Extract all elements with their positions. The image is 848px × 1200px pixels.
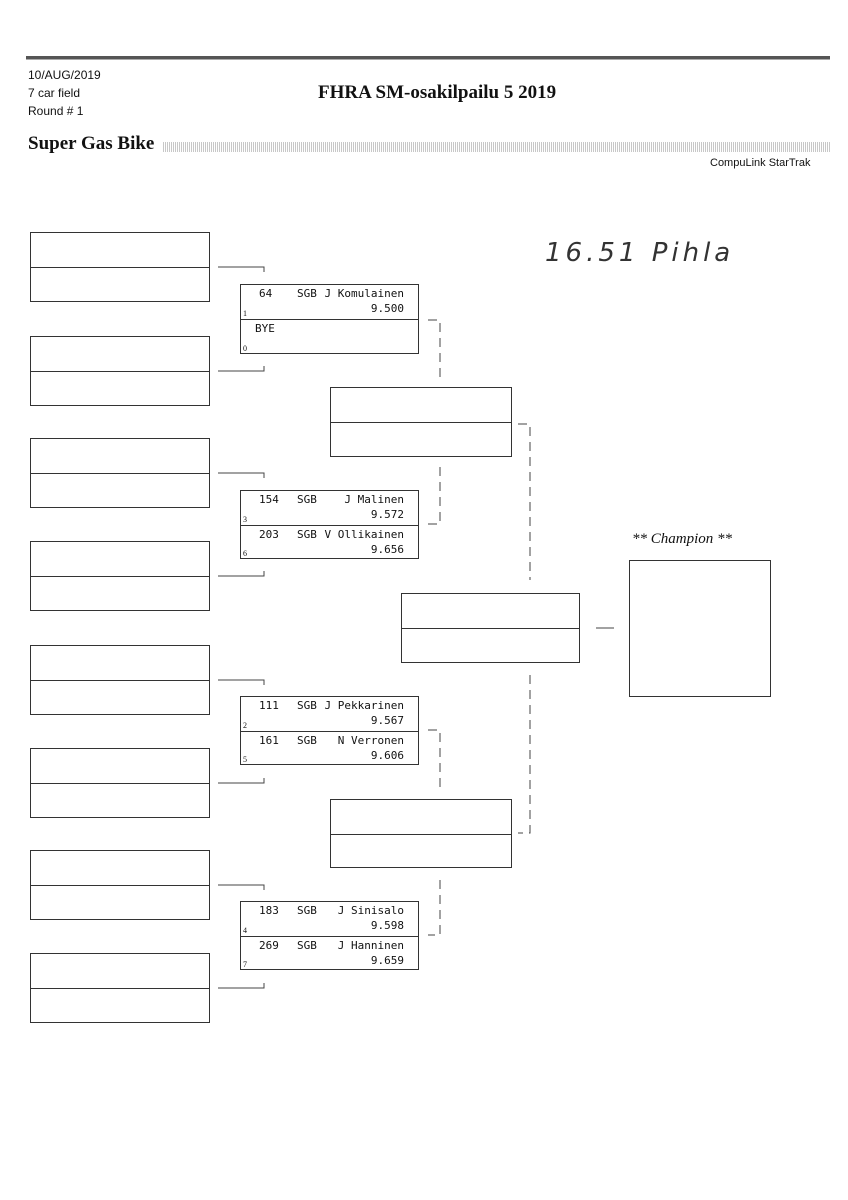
empty-slot-box (30, 953, 210, 1023)
handwritten-note: 16.51 Pihla (545, 238, 735, 268)
champion-box (629, 560, 771, 697)
dial-in: 9.567 (370, 714, 404, 727)
final-box (401, 593, 580, 663)
racer-name: J Malinen (344, 493, 404, 506)
class-code: SGB (297, 493, 317, 506)
racer-name: J Pekkarinen (324, 699, 404, 712)
car-number: 269 (259, 938, 279, 952)
seed: 4 (243, 925, 247, 935)
dotted-rule (163, 142, 830, 152)
empty-slot-box (30, 645, 210, 715)
round-number: Round # 1 (28, 104, 84, 118)
empty-slot-box (30, 541, 210, 611)
header-rule (26, 56, 830, 60)
field-size: 7 car field (28, 86, 81, 100)
car-number: 111 (259, 699, 279, 712)
car-number: 64 (259, 287, 273, 300)
racer-name: N Verronen (337, 733, 404, 747)
class-code: SGB (297, 904, 317, 917)
racer-name: J Hanninen (337, 938, 404, 952)
lane-top: 111 SGB J Pekkarinen 9.567 2 (241, 697, 418, 731)
seed: 5 (243, 755, 247, 764)
car-number: 161 (259, 733, 279, 747)
dial-in: 9.500 (370, 302, 404, 315)
car-number: BYE (255, 322, 275, 335)
lane-top: 154 SGB J Malinen 9.572 3 (241, 491, 418, 525)
empty-slot-box (30, 748, 210, 818)
semifinal-box (330, 387, 512, 457)
lane-top: 64 SGB J Komulainen 9.500 1 (241, 285, 418, 319)
dial-in: 9.572 (370, 508, 404, 521)
champion-label: ** Champion ** (632, 531, 733, 547)
class-name: Super Gas Bike (28, 133, 155, 154)
dial-in: 9.656 (370, 542, 404, 556)
event-date: 10/AUG/2019 (28, 68, 101, 82)
page-title: FHRA SM-osakilpailu 5 2019 (318, 82, 557, 103)
seed: 7 (243, 960, 247, 969)
class-code: SGB (297, 733, 317, 747)
racer-name: J Komulainen (324, 287, 404, 300)
lane-bottom: BYE 0 (241, 319, 418, 354)
dial-in: 9.598 (370, 919, 404, 932)
seed: 0 (243, 344, 247, 353)
matchup-box: 64 SGB J Komulainen 9.500 1 BYE 0 (240, 284, 419, 354)
car-number: 203 (259, 527, 279, 541)
empty-slot-box (30, 438, 210, 508)
empty-slot-box (30, 850, 210, 920)
software-brand: CompuLink StarTrak (710, 157, 811, 169)
lane-top: 183 SGB J Sinisalo 9.598 4 (241, 902, 418, 936)
seed: 3 (243, 514, 247, 524)
class-code: SGB (297, 699, 317, 712)
seed: 6 (243, 549, 247, 558)
dial-in: 9.659 (370, 953, 404, 967)
racer-name: V Ollikainen (324, 527, 404, 541)
class-code: SGB (297, 287, 317, 300)
empty-slot-box (30, 232, 210, 302)
car-number: 183 (259, 904, 279, 917)
car-number: 154 (259, 493, 279, 506)
class-code: SGB (297, 938, 317, 952)
empty-slot-box (30, 336, 210, 406)
class-code: SGB (297, 527, 317, 541)
semifinal-box (330, 799, 512, 868)
dial-in: 9.606 (370, 748, 404, 762)
racer-name: J Sinisalo (337, 904, 404, 917)
seed: 2 (243, 720, 247, 730)
seed: 1 (243, 309, 247, 318)
